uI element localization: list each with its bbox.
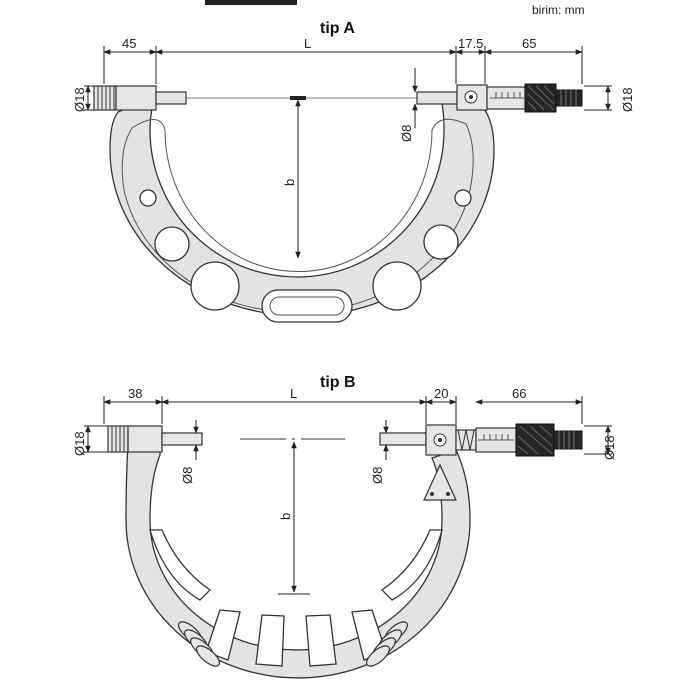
type-a-frame: [109, 93, 495, 317]
type-b-left-diameter: Ø18: [72, 431, 87, 456]
type-b-dim-left: 38: [128, 386, 142, 401]
type-b-drawing: tip B: [72, 374, 617, 679]
type-b-title: tip B: [320, 374, 356, 391]
type-a-spindle-diameter: Ø8: [399, 125, 414, 142]
type-a-height: b: [282, 179, 297, 186]
type-b-left-knurl: [107, 425, 129, 453]
type-b-dim-head: 66: [512, 386, 526, 401]
type-a-dim-gap: 17.5: [458, 36, 483, 51]
type-a-dim-left: 45: [122, 36, 136, 51]
type-b-ratchet: [553, 430, 583, 450]
type-a-drawing: tip A: [72, 20, 635, 323]
type-b-right-spindle-diameter: Ø8: [370, 467, 385, 484]
unit-label: birim: mm: [532, 3, 585, 17]
type-b-right-diameter: Ø18: [602, 435, 617, 460]
type-b-web-opening: [255, 614, 285, 667]
type-a-hole: [372, 261, 422, 311]
type-b-web-opening: [149, 529, 212, 601]
type-b-left-spindle-diameter: Ø8: [180, 467, 195, 484]
type-b-left-anvil: [127, 425, 163, 453]
type-a-hole: [454, 189, 472, 207]
type-a-dim-span: L: [304, 36, 311, 51]
type-a-dim-head: 65: [522, 36, 536, 51]
type-a-left-anvil: [115, 85, 157, 111]
type-a-left-knurl: [93, 85, 117, 111]
type-a-hole: [423, 224, 459, 260]
type-a-spindle: [416, 91, 458, 105]
type-b-web-opening: [305, 614, 337, 667]
type-b-bracket: [423, 463, 457, 501]
type-b-spindle: [379, 432, 427, 446]
type-b-web-opening: [380, 529, 443, 601]
type-a-slot-inner: [269, 296, 345, 316]
type-a-title: tip A: [320, 20, 355, 37]
type-b-height: b: [278, 513, 293, 520]
type-b-web-opening: [205, 609, 241, 661]
type-a-center-mark: [290, 96, 306, 100]
type-b-dim-span: L: [290, 386, 297, 401]
type-a-left-anvil-tip: [155, 91, 187, 105]
type-a-slot: [261, 289, 353, 323]
type-b-dim-gap: 20: [434, 386, 448, 401]
type-a-hole: [154, 226, 190, 262]
type-a-right-diameter: Ø18: [620, 87, 635, 112]
type-a-frame-recess: [121, 118, 474, 313]
type-a-hole: [190, 261, 240, 311]
type-b-right-grip: [366, 621, 408, 667]
type-b-left-grip: [178, 621, 220, 667]
cropped-model-code: [205, 0, 297, 5]
type-a-ratchet: [555, 89, 583, 107]
type-a-left-diameter: Ø18: [72, 87, 87, 112]
type-b-left-anvil-tip: [161, 432, 203, 446]
type-a-hole: [139, 189, 157, 207]
